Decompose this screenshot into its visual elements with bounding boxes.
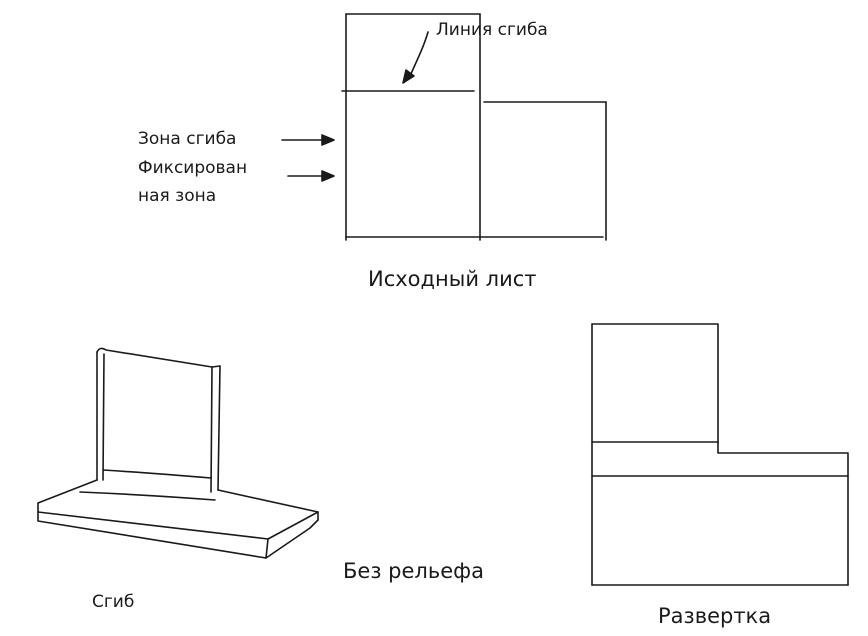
flat-pattern-caption: Развертка <box>658 604 772 628</box>
base-right-face <box>265 519 319 559</box>
fixed-zone-label-line2: ная зона <box>138 186 217 206</box>
fixed-zone-label-line1: Фиксирован <box>138 158 248 178</box>
base-top-right-edge <box>267 511 319 540</box>
source-sheet-drawing <box>341 13 607 241</box>
bend-caption: Сгиб <box>92 592 135 612</box>
flat-pattern-drawing <box>591 323 849 586</box>
base-back-edge <box>37 479 98 504</box>
flange-top-thickness <box>211 365 221 368</box>
source-sheet-caption: Исходный лист <box>368 267 537 291</box>
base-bend-inner-line <box>79 491 216 501</box>
flange-top-edge <box>96 347 213 368</box>
bend-zone-arrow-head <box>321 134 335 146</box>
base-top-front-edge <box>37 502 269 540</box>
bend-zone-label: Зона сгиба <box>138 129 237 149</box>
pattern-step-edge <box>717 442 849 586</box>
bend-3d-drawing <box>37 347 319 559</box>
bend-line-label: Линия сгиба <box>436 20 548 40</box>
flange-bottom-edge <box>102 469 212 479</box>
flange-left-edge-inner <box>102 353 105 481</box>
bend-line-pointer-head <box>402 69 415 84</box>
base-front-face <box>37 511 269 559</box>
fixed-zone-arrow-head <box>321 170 335 182</box>
flange-right-edge <box>210 366 213 493</box>
no-relief-caption: Без рельефа <box>343 559 484 583</box>
base-back-edge-right <box>217 489 319 513</box>
flange-right-edge-back <box>217 365 221 491</box>
pattern-top-panel <box>591 323 719 444</box>
bend-line-pointer <box>409 31 429 77</box>
